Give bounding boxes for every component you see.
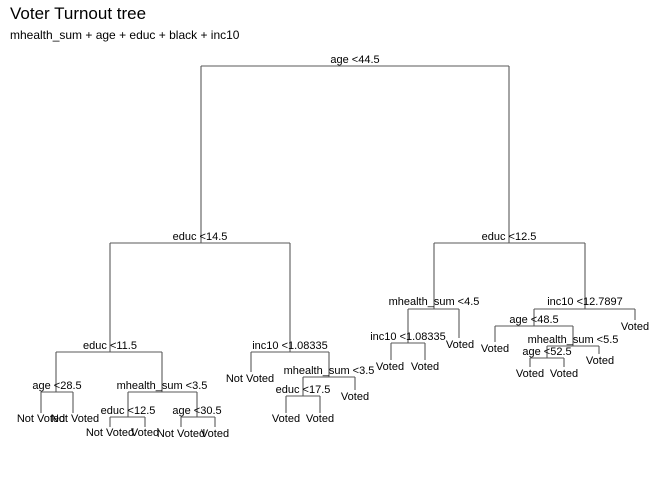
leaf-label: Voted bbox=[341, 391, 369, 403]
split-label: age <30.5 bbox=[172, 405, 221, 417]
leaf-label: Voted bbox=[411, 361, 439, 373]
split-label: educ <12.5 bbox=[101, 405, 156, 417]
leaf-label: Voted bbox=[516, 368, 544, 380]
split-label: mhealth_sum <3.5 bbox=[284, 365, 375, 377]
leaf-label: Voted bbox=[621, 321, 649, 333]
leaf-labels: Not Voted Not Voted Not Voted Voted Not … bbox=[17, 321, 649, 440]
leaf-label: Not Voted bbox=[86, 427, 134, 439]
leaf-label: Not Voted bbox=[17, 413, 65, 425]
leaf-label: Voted bbox=[131, 427, 159, 439]
leaf-label: Voted bbox=[376, 361, 404, 373]
tree-edges bbox=[40, 65, 636, 427]
leaf-label: Not Voted bbox=[157, 428, 205, 440]
leaf-label: Voted bbox=[306, 413, 334, 425]
leaf-label: Voted bbox=[586, 355, 614, 367]
chart-subtitle: mhealth_sum + age + educ + black + inc10 bbox=[10, 28, 240, 42]
split-label: educ <17.5 bbox=[276, 384, 331, 396]
split-label: mhealth_sum <3.5 bbox=[117, 380, 208, 392]
split-label: age <28.5 bbox=[32, 380, 81, 392]
split-label: age <44.5 bbox=[330, 54, 379, 66]
split-label: inc10 <1.08335 bbox=[252, 340, 328, 352]
leaf-label: Voted bbox=[550, 368, 578, 380]
split-label: educ <12.5 bbox=[482, 231, 537, 243]
split-labels: age <44.5 educ <14.5 educ <12.5 educ <11… bbox=[32, 54, 622, 417]
leaf-label: Voted bbox=[201, 428, 229, 440]
leaf-label: Voted bbox=[446, 339, 474, 351]
leaf-label: Voted bbox=[272, 413, 300, 425]
split-label: educ <14.5 bbox=[173, 231, 228, 243]
split-label: age <48.5 bbox=[509, 314, 558, 326]
split-label: inc10 <12.7897 bbox=[547, 296, 623, 308]
leaf-label: Not Voted bbox=[51, 413, 99, 425]
split-label: mhealth_sum <4.5 bbox=[389, 296, 480, 308]
leaf-label: Voted bbox=[481, 343, 509, 355]
split-label: age <52.5 bbox=[522, 346, 571, 358]
split-label: mhealth_sum <5.5 bbox=[528, 334, 619, 346]
split-label: inc10 <1.08335 bbox=[370, 331, 446, 343]
split-label: educ <11.5 bbox=[83, 340, 137, 352]
chart-title: Voter Turnout tree bbox=[10, 4, 147, 23]
leaf-label: Not Voted bbox=[226, 373, 274, 385]
